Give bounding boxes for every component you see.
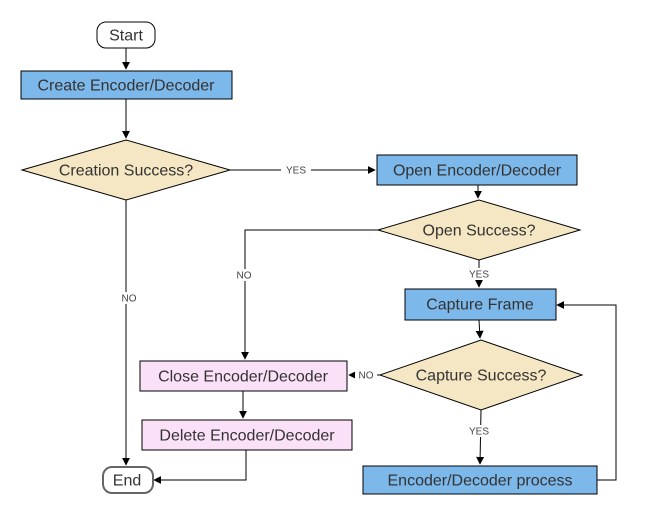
label-bg — [281, 164, 311, 176]
edge-label-capture-no: NO — [359, 371, 374, 382]
edge-process-loop-to-capture — [556, 301, 617, 481]
open-label: Open Encoder/Decoder — [393, 163, 562, 180]
node-create-encoder-decoder: Create Encoder/Decoder — [20, 70, 233, 100]
create-label: Create Encoder/Decoder — [38, 78, 216, 95]
node-capture-frame: Capture Frame — [404, 288, 557, 321]
capture-success-shape — [378, 339, 584, 411]
edge-delete-to-end — [153, 450, 247, 484]
edge-label-open-yes: YES — [469, 270, 489, 281]
start-label: Start — [109, 28, 143, 45]
node-capture-success: Capture Success? — [378, 339, 584, 411]
end-shape — [102, 466, 154, 494]
creation-success-shape — [20, 139, 232, 201]
open-success-shape — [376, 199, 582, 261]
edge-label-capture-yes: YES — [469, 427, 489, 438]
open-success-label: Open Success? — [423, 223, 536, 240]
label-bg — [466, 425, 492, 437]
label-bg — [232, 269, 256, 281]
label-bg — [117, 292, 141, 304]
create-shape — [20, 70, 233, 100]
capture-success-label: Capture Success? — [416, 368, 547, 385]
edge-open-success-no — [241, 229, 378, 360]
node-open-encoder-decoder: Open Encoder/Decoder — [376, 154, 578, 186]
node-creation-success: Creation Success? — [20, 139, 232, 201]
close-shape — [139, 360, 348, 392]
node-end: End — [102, 466, 154, 494]
end-label: End — [113, 473, 141, 490]
edge-label-open-no: NO — [237, 271, 252, 282]
node-encoder-decoder-process: Encoder/Decoder process — [362, 465, 598, 495]
close-label: Close Encoder/Decoder — [158, 369, 329, 386]
delete-shape — [141, 419, 353, 451]
node-delete-encoder-decoder: Delete Encoder/Decoder — [141, 419, 353, 451]
edges — [122, 48, 617, 484]
process-shape — [362, 465, 598, 495]
process-label: Encoder/Decoder process — [388, 473, 573, 490]
start-shape — [96, 21, 156, 49]
node-close-encoder-decoder: Close Encoder/Decoder — [139, 360, 348, 392]
edge-labels: YES NO NO YES NO YES — [117, 164, 492, 438]
edge-label-creation-no: NO — [122, 294, 137, 305]
capture-frame-label: Capture Frame — [426, 297, 534, 314]
open-shape — [376, 154, 578, 186]
edge-capture-to-capture-success — [475, 319, 484, 339]
creation-success-label: Creation Success? — [59, 163, 193, 180]
label-bg — [355, 369, 377, 381]
nodes: Start Create Encoder/Decoder Creation Su… — [20, 21, 598, 495]
label-bg — [466, 268, 492, 280]
delete-label: Delete Encoder/Decoder — [159, 428, 335, 445]
capture-frame-shape — [404, 288, 557, 321]
node-open-success: Open Success? — [376, 199, 582, 261]
edge-label-creation-yes: YES — [286, 166, 306, 177]
node-start: Start — [96, 21, 156, 49]
